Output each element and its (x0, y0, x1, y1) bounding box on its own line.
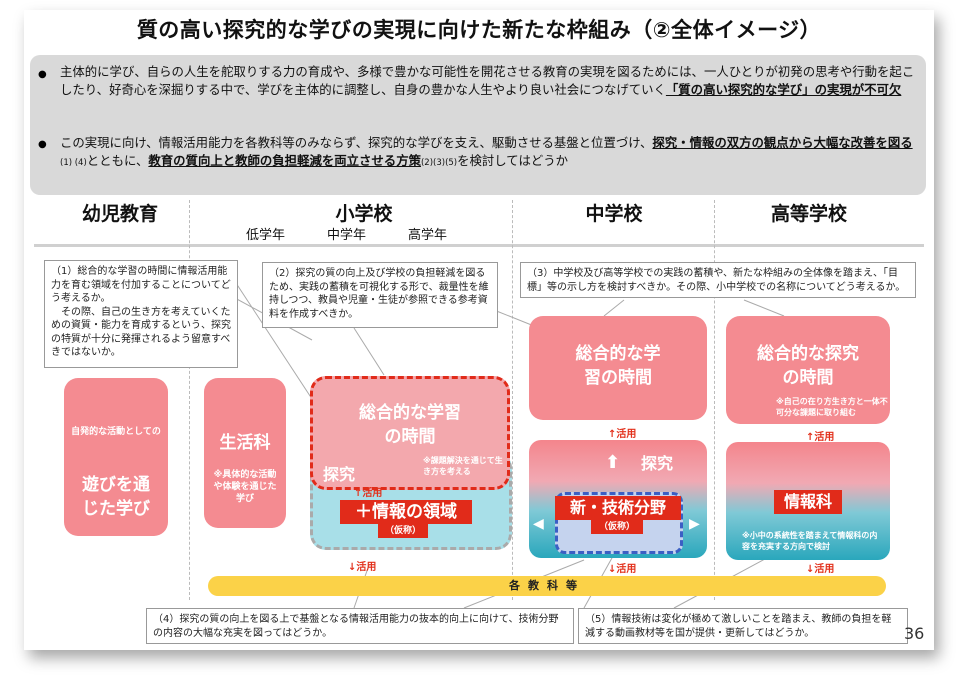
summary-text: 主体的に学び、自らの人生を舵取りする力の育成や、多様で豊かな可能性を開花させる教… (60, 64, 915, 97)
arrow-katsuyo: ↑活用 (354, 488, 383, 499)
summary-text: を検討してはどうか (457, 152, 569, 168)
summary-bullet-1: 主体的に学び、自らの人生を舵取りする力の育成や、多様で豊かな可能性を開花させる教… (60, 63, 918, 98)
right-arrow-icon: ▶ (689, 516, 700, 532)
summary-emphasis: 「質の高い探究的な学び」の実現が不可欠 (665, 81, 902, 97)
kakukyoka-bar: 各教科等 (208, 576, 886, 596)
header-divider (34, 244, 924, 247)
summary-ref: (2)(3)(5) (420, 157, 458, 168)
summary-ref: (1) (4) (60, 157, 87, 168)
hs-sogo-note: ※自己の在り方生き方と一体不可分な課題に取り組む (776, 397, 888, 417)
header-junior: 中学校 (585, 203, 643, 225)
column-divider (189, 200, 190, 600)
kinder-main-label: 遊びを通じた学び (82, 475, 150, 519)
jh-tech-kasho: （仮称） (591, 520, 643, 534)
elem-tankyu-label: 探究 (323, 465, 356, 484)
summary-emphasis: 探究・情報の双方の観点から大幅な改善を図る (652, 135, 913, 150)
jh-sogo-label: 総合的な学習の時間 (575, 344, 661, 388)
elem-info-kasho: （仮称） (378, 524, 428, 538)
katsuyo-label: 活用 (362, 488, 383, 499)
summary-bullet-2: この実現に向け、情報活用能力を各教科等のみならず、探究的な学びを支え、駆動させる… (60, 134, 918, 172)
katsuyo-label: 活用 (356, 562, 377, 573)
grade-lower: 低学年 (246, 228, 286, 243)
elem-sogo-label: 総合的な学習の時間 (359, 403, 461, 447)
bullet-icon: ● (38, 139, 47, 150)
arrow-katsuyo: ↑活用 (806, 432, 835, 443)
hs-info-note: ※小中の系統性を踏まえて情報科の内容を充実する方向で検討 (742, 531, 878, 551)
elem-sogo-note: ※課題解決を通じて生き方を考える (423, 456, 503, 476)
seikatsu-label: 生活科 (219, 433, 271, 453)
grade-middle: 中学年 (327, 228, 367, 243)
jh-tankyu-label: 探究 (641, 454, 674, 473)
header-senior: 高等学校 (770, 203, 847, 225)
up-arrow-icon: ⬆ (605, 452, 621, 473)
arrow-katsuyo: ↓活用 (806, 564, 835, 575)
column-divider (714, 200, 715, 600)
header-kinder: 幼児教育 (81, 203, 158, 225)
summary-emphasis: 教育の質向上と教師の負担軽減を両立させる方策 (148, 152, 421, 168)
arrow-katsuyo: ↓活用 (348, 562, 377, 573)
grade-upper: 高学年 (408, 228, 448, 243)
elem-info-label: ＋情報の領域 (340, 500, 472, 524)
summary-text: この実現に向け、情報活用能力を各教科等のみならず、探究的な学びを支え、駆動させる… (60, 135, 653, 150)
kinder-box: 自発的な活動としての 遊びを通じた学び (64, 378, 168, 536)
jh-sogo-box: 総合的な学習の時間 (529, 316, 707, 420)
bullet-icon: ● (38, 69, 47, 80)
arrow-katsuyo: ↑活用 (608, 429, 637, 440)
katsuyo-label: 活用 (616, 429, 637, 440)
page-title: 質の高い探究的な学びの実現に向けた新たな枠組み（②全体イメージ） (136, 18, 822, 42)
note-4: （4）探究の質の向上を図る上で基盤となる情報活用能力の抜本的向上に向けて、技術分… (146, 608, 574, 644)
katsuyo-label: 活用 (616, 564, 637, 575)
hs-info-box: 情報科 ※小中の系統性を踏まえて情報科の内容を充実する方向で検討 (726, 442, 890, 560)
page-number: 36 (904, 624, 925, 643)
left-arrow-icon: ◀ (533, 516, 544, 532)
katsuyo-label: 活用 (814, 564, 835, 575)
seikatsu-note: ※具体的な活動や体験を通じた学び (213, 470, 277, 504)
elem-sogo-box: 総合的な学習の時間 探究 ※課題解決を通じて生き方を考える (310, 376, 510, 490)
column-divider (512, 200, 513, 600)
hs-sogo-label: 総合的な探究の時間 (757, 344, 859, 388)
note-2: （2）探究の質の向上及び学校の負担軽減を図るため、実践の蓄積を可視化する形で、裁… (262, 262, 498, 328)
hs-info-label: 情報科 (774, 490, 842, 514)
jh-tech-label: 新・技術分野 (555, 496, 681, 520)
note-5: （5）情報技術は変化が極めて激しいことを踏まえ、教師の負担を軽減する動画教材等を… (578, 608, 908, 644)
kinder-small-label: 自発的な活動としての (71, 427, 161, 437)
header-elementary: 小学校 (335, 203, 393, 225)
note-1: （1）総合的な学習の時間に情報活用能力を育む領域を付加することについてどう考える… (44, 260, 238, 368)
slide: 質の高い探究的な学びの実現に向けた新たな枠組み（②全体イメージ） ● 主体的に学… (24, 10, 934, 650)
summary-text: とともに、 (86, 152, 149, 168)
hs-sogo-box: 総合的な探究の時間 ※自己の在り方生き方と一体不可分な課題に取り組む (726, 316, 890, 424)
katsuyo-label: 活用 (814, 432, 835, 443)
jh-tankyu-box: ⬆ 探究 ◀ ▶ 新・技術分野 （仮称） (529, 440, 707, 558)
note-3: （3）中学校及び高等学校での実践の蓄積や、新たな枠組みの全体像を踏まえ、「目標」… (520, 262, 916, 298)
summary-box: ● 主体的に学び、自らの人生を舵取りする力の育成や、多様で豊かな可能性を開花させ… (30, 55, 926, 195)
arrow-katsuyo: ↓活用 (608, 564, 637, 575)
seikatsu-box: 生活科 ※具体的な活動や体験を通じた学び (204, 378, 286, 528)
